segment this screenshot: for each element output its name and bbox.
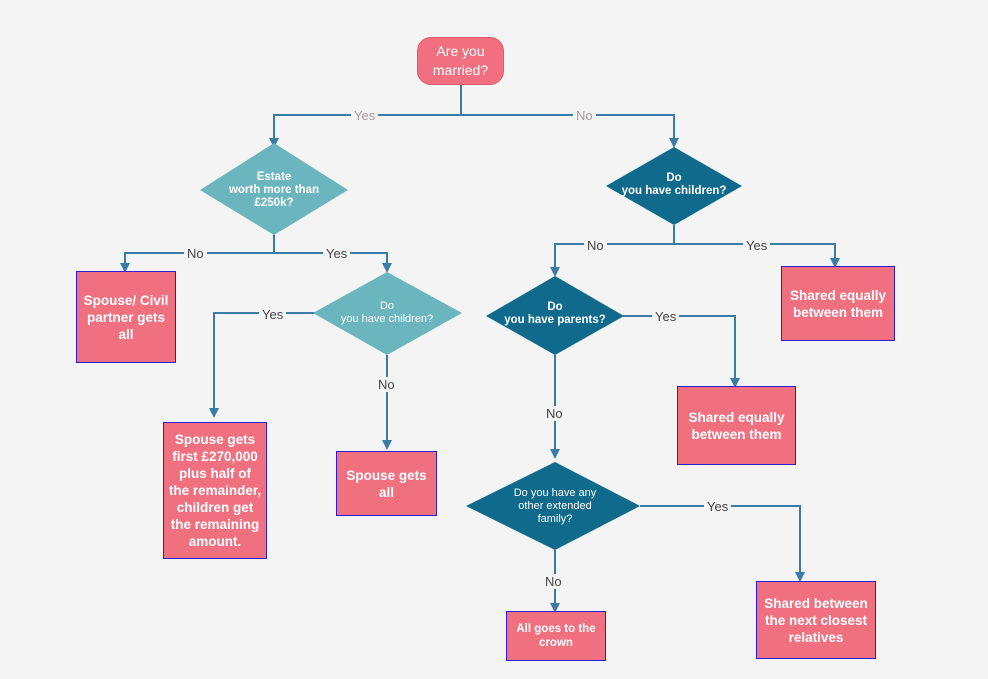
connector-split-yes — [269, 114, 461, 148]
edge-label-extended-yes: Yes — [704, 499, 732, 514]
edge-label-estate-no: No — [184, 246, 207, 261]
decision-parents-label: Do you have parents? — [504, 301, 606, 326]
edge-label-married-no: No — [573, 108, 596, 123]
edge-label-uchildren-no: No — [584, 238, 607, 253]
edge-label-mchildren-no: No — [375, 377, 398, 392]
start-node-label: Are you married? — [432, 43, 489, 78]
outcome-label: Spouse gets all — [346, 467, 427, 500]
decision-married-children-diamond — [313, 272, 462, 355]
decision-extended-family-diamond — [466, 462, 640, 550]
connector-uchildren-no — [550, 243, 674, 277]
connector-uchildren-yes — [674, 243, 840, 268]
connector-parents-yes — [623, 315, 740, 388]
outcome-label: All goes to the crown — [516, 623, 596, 649]
connector-extended-yes — [640, 505, 805, 582]
outcome-shared-children: Shared equally between them — [781, 266, 895, 341]
edge-label-mchildren-yes: Yes — [259, 307, 287, 322]
outcome-spouse-first-270k: Spouse gets first £270,000 plus half of … — [163, 422, 267, 559]
outcome-spouse-civil-partner-all: Spouse/ Civil partner gets all — [76, 271, 176, 363]
outcome-label: Shared equally between them — [688, 409, 785, 442]
decision-unmarried-children-diamond — [606, 147, 742, 225]
connector-estate-yes — [274, 252, 392, 273]
connector-split-no — [461, 114, 679, 148]
edge-label-extended-no: No — [542, 574, 565, 589]
decision-extended-family-label: Do you have any other extended family? — [513, 486, 597, 525]
outcome-shared-parents: Shared equally between them — [677, 386, 796, 465]
edge-label-parents-no: No — [543, 406, 566, 421]
edge-label-estate-yes: Yes — [323, 246, 351, 261]
connector-mchildren-yes — [209, 312, 318, 418]
outcome-label: Shared between the next closest relative… — [764, 595, 868, 645]
edge-label-parents-yes: Yes — [652, 309, 680, 324]
outcome-label: Spouse/ Civil partner gets all — [83, 292, 169, 342]
outcome-spouse-all: Spouse gets all — [336, 451, 437, 516]
start-node-married: Are you married? — [417, 37, 504, 85]
decision-parents-diamond — [486, 276, 624, 355]
decision-estate-label: Estate worth more than £250k? — [228, 170, 320, 209]
outcome-label: Spouse gets first £270,000 plus half of … — [168, 432, 262, 549]
outcome-shared-relatives: Shared between the next closest relative… — [756, 581, 876, 659]
edge-label-married-yes: Yes — [351, 108, 379, 123]
edge-label-uchildren-yes: Yes — [743, 238, 771, 253]
decision-unmarried-children-label: Do you have children? — [621, 172, 727, 197]
outcome-label: Shared equally between them — [789, 287, 887, 320]
connector-estate-no — [120, 252, 274, 273]
outcome-crown: All goes to the crown — [506, 611, 606, 661]
decision-married-children-label: Do you have children? — [340, 300, 434, 325]
decision-estate-diamond — [200, 143, 348, 235]
